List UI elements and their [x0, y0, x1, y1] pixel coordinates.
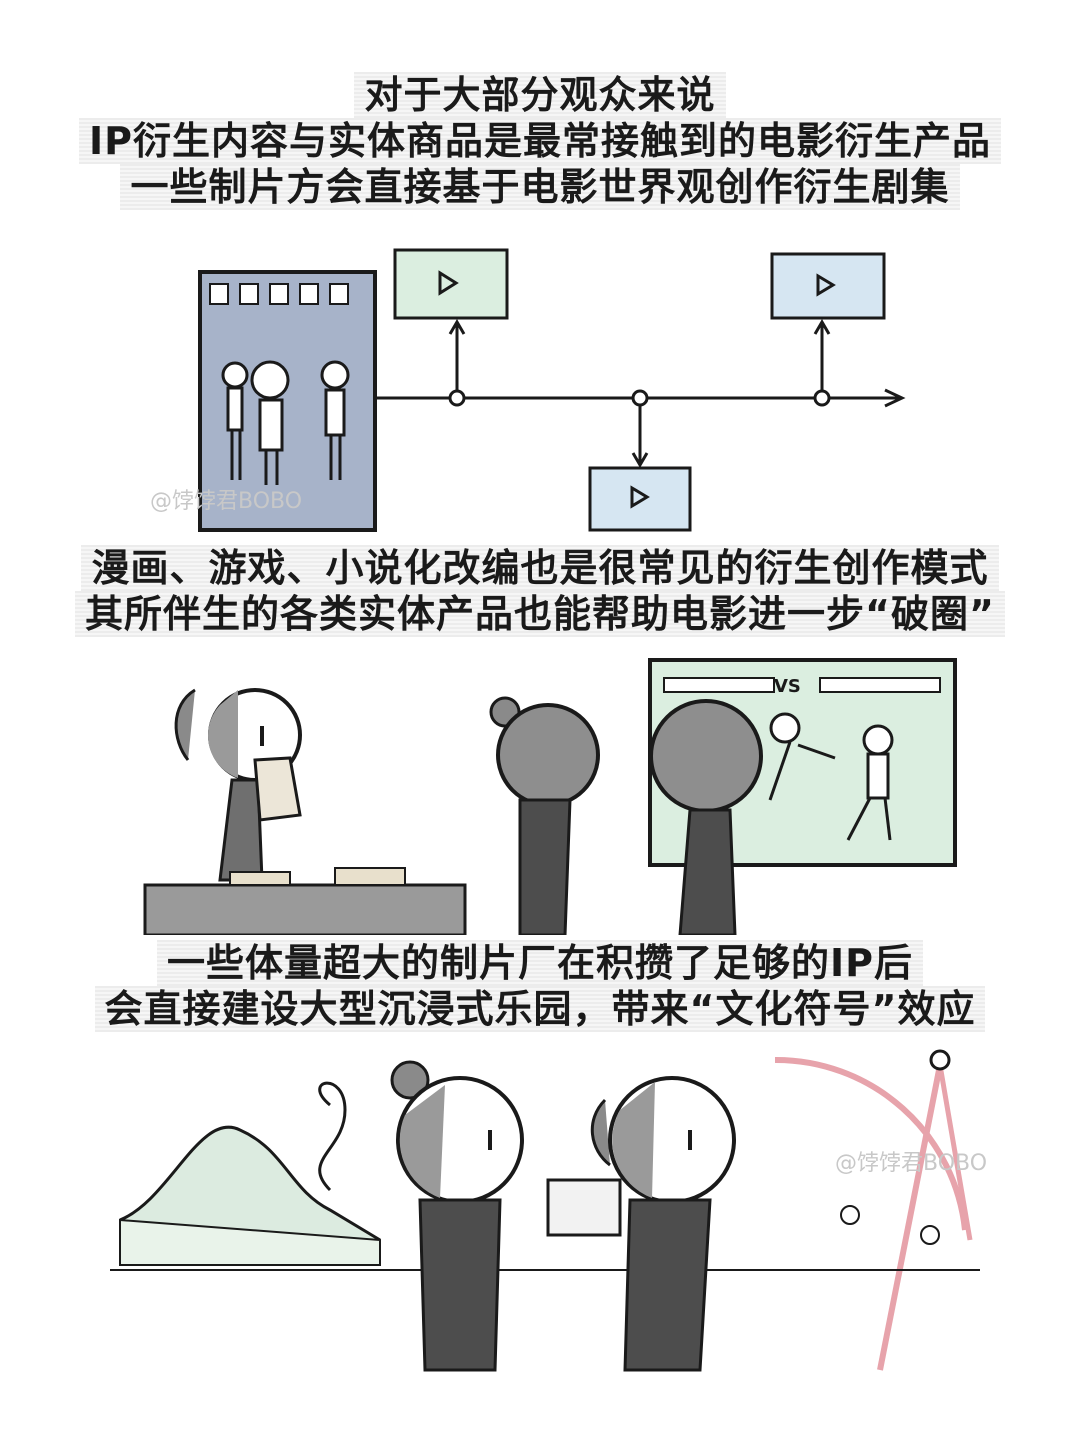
play-icon	[630, 485, 650, 509]
caption-line: 漫画、游戏、小说化改编也是很常见的衍生创作模式	[81, 545, 999, 591]
viewer-character-2	[649, 699, 763, 935]
game-screen: VS	[648, 658, 957, 867]
ticket-booth	[546, 1178, 622, 1237]
timeline-axis	[375, 319, 906, 468]
caption-line: IP衍生内容与实体商品是最常接触到的电影衍生产品	[79, 118, 1001, 164]
visitor-character-1	[390, 1060, 524, 1372]
play-icon	[438, 270, 459, 296]
caption-line: 会直接建设大型沉浸式乐园，带来“文化符号”效应	[94, 986, 986, 1032]
caption-line: 对于大部分观众来说	[354, 72, 726, 118]
film-poster	[198, 270, 377, 532]
caption-line: 其所伴生的各类实体产品也能帮助电影进一步“破圈”	[75, 591, 1005, 637]
illustration-derivatives: VS	[143, 658, 957, 935]
caption-section-1: 对于大部分观众来说 IP衍生内容与实体商品是最常接触到的电影衍生产品 一些制片方…	[0, 72, 1080, 210]
caption-section-3: 一些体量超大的制片厂在积攒了足够的IP后 会直接建设大型沉浸式乐园，带来“文化符…	[0, 940, 1080, 1032]
visitor-character-2	[590, 1076, 736, 1372]
illustration-timeline: @饽饽君BOBO	[150, 248, 906, 532]
reader-character	[174, 688, 302, 882]
desk	[143, 867, 467, 935]
viewer-character-1	[489, 696, 600, 935]
watermark-text: @饽饽君BOBO	[835, 1151, 987, 1176]
watermark-text: @饽饽君BOBO	[150, 489, 302, 514]
caption-section-2: 漫画、游戏、小说化改编也是很常见的衍生创作模式 其所伴生的各类实体产品也能帮助电…	[0, 545, 1080, 637]
episode-screen-1	[393, 248, 509, 320]
illustration-theme-park: @饽饽君BOBO	[110, 1049, 987, 1372]
play-icon	[816, 273, 836, 297]
roller-coaster	[119, 1081, 381, 1266]
episode-screen-3	[588, 466, 692, 532]
ferris-wheel	[774, 1049, 973, 1371]
caption-line: 一些体量超大的制片厂在积攒了足够的IP后	[157, 940, 923, 986]
game-vs-text: VS	[774, 676, 801, 697]
episode-screen-2	[770, 252, 886, 320]
caption-line: 一些制片方会直接基于电影世界观创作衍生剧集	[120, 164, 960, 210]
